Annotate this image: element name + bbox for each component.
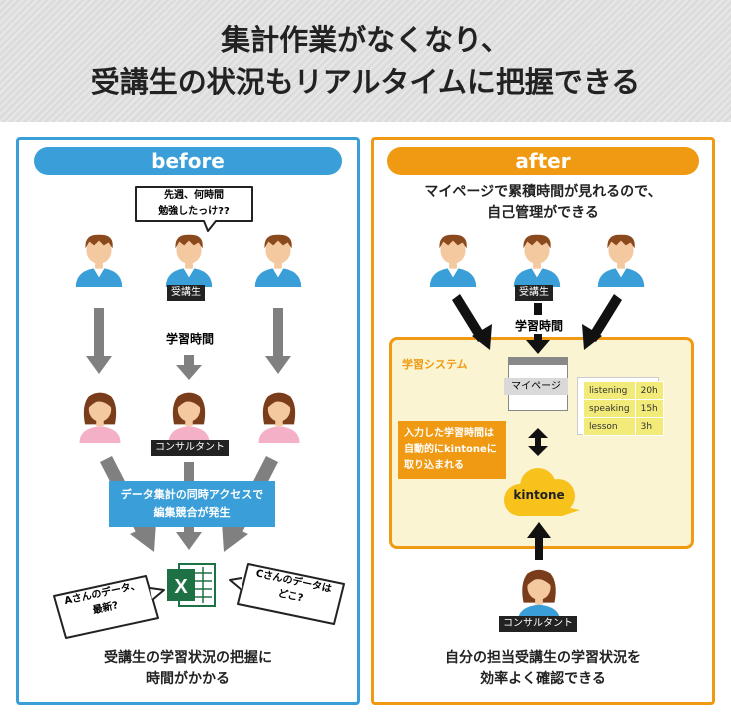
kintone-logo <box>504 468 580 516</box>
speech-bubble-top <box>135 186 253 232</box>
before-footer-line-1: 受講生の学習状況の把握に <box>104 650 272 666</box>
student-label-before: 受講生 <box>167 285 205 301</box>
table-cell-name: speaking <box>583 399 636 418</box>
kintone-label: kintone <box>513 488 565 502</box>
table-cell-value: 3h <box>634 417 664 436</box>
learning-system-label: 学習システム <box>402 358 468 371</box>
auto-import-line-3: 取り込まれる <box>404 460 464 471</box>
auto-import-box: 入力した学習時間は 自動的にkintoneに 取り込まれる <box>398 421 506 479</box>
auto-import-line-2: 自動的にkintoneに <box>404 444 497 455</box>
after-intro-line-1: マイページで累積時間が見れるので、 <box>424 184 662 200</box>
speech-top-line-2: 勉強したっけ?? <box>158 206 230 217</box>
student-label-after: 受講生 <box>515 285 553 301</box>
study-time-label-after: 学習時間 <box>514 319 563 333</box>
speech-bubble-right <box>229 563 345 625</box>
table-cell-name: listening <box>583 381 636 400</box>
conflict-box: データ集計の同時アクセスで 編集競合が発生 <box>109 481 275 527</box>
table-cell-value: 15h <box>634 399 664 418</box>
after-footer-line-2: 効率よく確認できる <box>480 671 606 687</box>
before-footer: 受講生の学習状況の把握に 時間がかかる <box>16 648 360 690</box>
table-cell-value: 20h <box>634 381 664 400</box>
after-intro: マイページで累積時間が見れるので、 自己管理ができる <box>371 182 715 224</box>
header-banner <box>0 0 731 122</box>
speech-top-line-1: 先週、何時間 <box>164 190 224 201</box>
mypage-label: マイページ <box>504 378 568 395</box>
speech-top-text: 先週、何時間 勉強したっけ?? <box>132 188 256 220</box>
conflict-line-1: データ集計の同時アクセスで <box>120 488 264 501</box>
title-line-2: 受講生の状況もリアルタイムに把握できる <box>90 65 641 99</box>
auto-import-line-1: 入力した学習時間は <box>404 428 494 439</box>
before-panel <box>16 137 360 705</box>
study-time-label-before: 学習時間 <box>160 330 220 347</box>
after-footer-line-1: 自分の担当受講生の学習状況を <box>445 650 641 666</box>
table-cell-name: lesson <box>583 417 636 436</box>
consultant-label-before: コンサルタント <box>151 440 229 456</box>
after-intro-line-2: 自己管理ができる <box>487 205 599 221</box>
before-footer-line-2: 時間がかかる <box>146 671 230 687</box>
after-footer: 自分の担当受講生の学習状況を 効率よく確認できる <box>371 648 715 690</box>
consultant-avatar-after <box>510 563 568 623</box>
mypage-window-titlebar <box>509 358 567 365</box>
speech-bubble-left <box>53 575 165 639</box>
title-line-1: 集計作業がなくなり、 <box>221 23 510 57</box>
after-pill: after <box>387 147 699 175</box>
after-panel <box>371 137 715 705</box>
consultant-label-after: コンサルタント <box>499 616 577 632</box>
conflict-line-2: 編集競合が発生 <box>153 506 231 519</box>
before-pill: before <box>34 147 342 175</box>
excel-icon: X <box>167 563 216 607</box>
svg-text:X: X <box>174 576 188 598</box>
